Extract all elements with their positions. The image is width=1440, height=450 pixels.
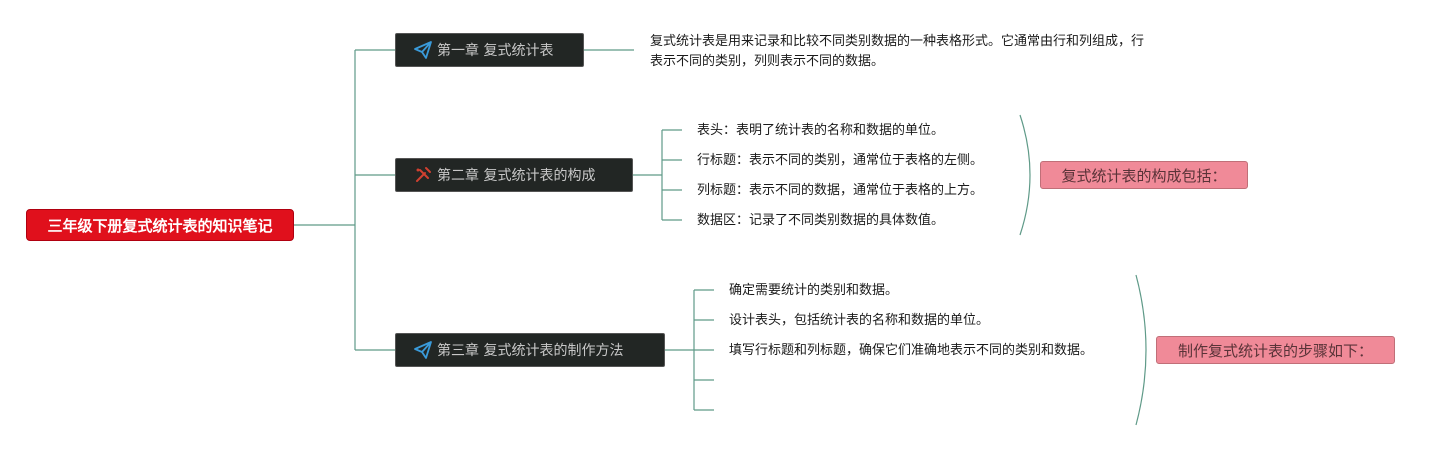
- chapter-3-label: 第三章 复式统计表的制作方法: [437, 343, 624, 359]
- chapter-3-item[interactable]: 填写行标题和列标题，确保它们准确地表示不同的类别和数据。: [729, 343, 1094, 358]
- chapter-3-item[interactable]: 设计表头，包括统计表的名称和数据的单位。: [729, 313, 990, 328]
- chapter-2-label: 第二章 复式统计表的构成: [437, 168, 596, 184]
- chapter-2-item[interactable]: 列标题：表示不同的数据，通常位于表格的上方。: [697, 183, 984, 198]
- paper-plane-icon: [414, 41, 432, 59]
- root-topic[interactable]: 三年级下册复式统计表的知识笔记: [26, 209, 294, 241]
- chapter-1-node[interactable]: 第一章 复式统计表: [395, 33, 584, 67]
- chapter-1-label: 第一章 复式统计表: [437, 43, 554, 59]
- chapter-2-item[interactable]: 表头：表明了统计表的名称和数据的单位。: [697, 123, 945, 138]
- chapter-2-node[interactable]: 第二章 复式统计表的构成: [395, 158, 633, 192]
- chapter-3-node[interactable]: 第三章 复式统计表的制作方法: [395, 333, 665, 367]
- brace-ch2: [1019, 114, 1031, 236]
- chapter-2-summary[interactable]: 复式统计表的构成包括：: [1040, 161, 1248, 189]
- brace-ch3: [1135, 274, 1147, 426]
- chapter-3-summary[interactable]: 制作复式统计表的步骤如下：: [1156, 336, 1395, 364]
- pen-tools-icon: [414, 166, 432, 184]
- chapter-1-content: 复式统计表是用来记录和比较不同类别数据的一种表格形式。它通常由行和列组成，行表示…: [650, 34, 1145, 69]
- chapter-2-item[interactable]: 行标题：表示不同的类别，通常位于表格的左侧。: [697, 153, 984, 168]
- chapter-3-item[interactable]: 确定需要统计的类别和数据。: [729, 283, 899, 298]
- chapter-2-item[interactable]: 数据区：记录了不同类别数据的具体数值。: [697, 213, 945, 228]
- paper-plane-icon: [414, 341, 432, 359]
